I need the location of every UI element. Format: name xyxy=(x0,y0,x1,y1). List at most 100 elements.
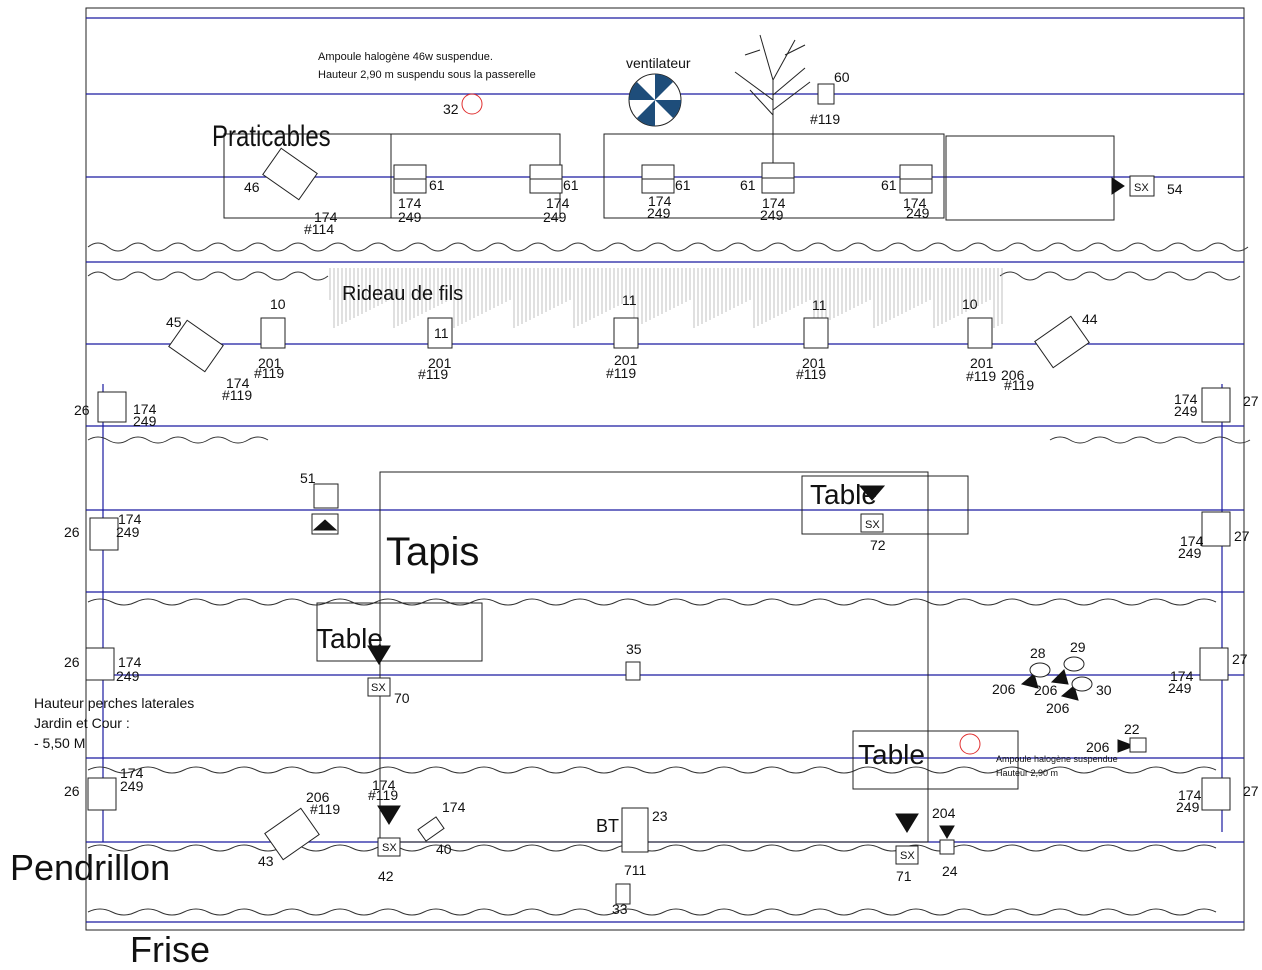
svg-text:#119: #119 xyxy=(418,366,448,382)
sx-label: SX xyxy=(900,850,915,862)
svg-text:26: 26 xyxy=(74,402,90,418)
svg-text:174: 174 xyxy=(1178,787,1202,803)
platforms xyxy=(223,133,1115,221)
svg-text:249: 249 xyxy=(398,209,422,225)
svg-text:174: 174 xyxy=(442,799,466,815)
svg-text:29: 29 xyxy=(1070,639,1086,655)
svg-text:201: 201 xyxy=(258,355,282,371)
svg-text:11: 11 xyxy=(622,292,637,308)
sx-label: SX xyxy=(865,519,880,531)
svg-text:249: 249 xyxy=(116,524,140,540)
svg-text:26: 26 xyxy=(64,524,80,540)
svg-text:#119: #119 xyxy=(810,111,840,127)
svg-text:60: 60 xyxy=(834,69,850,85)
note-halogen-top: Ampoule halogène 46w suspendue. xyxy=(318,51,493,63)
svg-text:40: 40 xyxy=(436,841,452,857)
svg-text:70: 70 xyxy=(394,690,410,706)
svg-text:206: 206 xyxy=(1034,682,1058,698)
svg-text:33: 33 xyxy=(612,901,628,917)
svg-text:206: 206 xyxy=(306,789,330,805)
fan-icon xyxy=(628,73,682,127)
fixture-labels: 32 60 #119 46 174 #114 61 174 249 61 174… xyxy=(64,69,1259,917)
svg-text:42: 42 xyxy=(378,868,394,884)
svg-text:174: 174 xyxy=(372,777,396,793)
svg-text:201: 201 xyxy=(970,355,994,371)
svg-text:26: 26 xyxy=(64,654,80,670)
svg-text:711: 711 xyxy=(624,862,647,878)
svg-text:249: 249 xyxy=(116,668,140,684)
svg-text:249: 249 xyxy=(1178,545,1202,561)
svg-text:174: 174 xyxy=(648,193,672,209)
rideau-title: Rideau de fils xyxy=(342,283,463,305)
svg-text:45: 45 xyxy=(166,314,182,330)
svg-text:27: 27 xyxy=(1243,783,1259,799)
sx-label: SX xyxy=(382,842,397,854)
bt-label: BT xyxy=(596,816,619,836)
svg-text:174: 174 xyxy=(1170,668,1194,684)
note-halogen-table: Ampoule halogène suspendue xyxy=(996,754,1118,764)
sx-label: SX xyxy=(1134,182,1149,194)
svg-text:51: 51 xyxy=(300,470,316,486)
svg-text:44: 44 xyxy=(1082,311,1098,327)
svg-text:#119: #119 xyxy=(254,365,284,381)
svg-text:201: 201 xyxy=(614,352,638,368)
svg-text:27: 27 xyxy=(1232,651,1248,667)
svg-text:174: 174 xyxy=(546,195,570,211)
stage-outline xyxy=(85,7,1245,931)
thread-curtain xyxy=(329,268,1003,328)
praticables-title: Praticables xyxy=(212,118,331,152)
svg-text:27: 27 xyxy=(1234,528,1250,544)
halogen-lamp-icon xyxy=(959,733,981,755)
svg-text:174: 174 xyxy=(1174,391,1198,407)
note-side-height: - 5,50 M xyxy=(34,735,85,751)
halogen-lamp-icon xyxy=(461,93,483,115)
svg-text:#119: #119 xyxy=(796,366,826,382)
fan-label: ventilateur xyxy=(626,55,691,71)
svg-text:61: 61 xyxy=(429,177,445,193)
svg-text:24: 24 xyxy=(942,863,958,879)
svg-text:43: 43 xyxy=(258,853,274,869)
svg-text:174: 174 xyxy=(118,511,142,527)
battens xyxy=(86,17,1244,923)
svg-text:206: 206 xyxy=(992,681,1016,697)
svg-text:249: 249 xyxy=(1168,680,1192,696)
svg-text:10: 10 xyxy=(270,296,286,312)
table-title-3: Table xyxy=(858,739,925,770)
svg-text:#119: #119 xyxy=(966,368,996,384)
svg-text:23: 23 xyxy=(652,808,668,824)
svg-text:249: 249 xyxy=(1174,403,1198,419)
svg-text:27: 27 xyxy=(1243,393,1259,409)
svg-text:46: 46 xyxy=(244,179,260,195)
svg-text:35: 35 xyxy=(626,641,642,657)
svg-text:10: 10 xyxy=(962,296,978,312)
svg-text:204: 204 xyxy=(932,805,956,821)
svg-text:249: 249 xyxy=(133,413,157,429)
svg-text:11: 11 xyxy=(812,297,827,313)
svg-text:#119: #119 xyxy=(222,387,252,403)
frise-title: Frise xyxy=(130,929,210,970)
svg-text:11: 11 xyxy=(434,325,449,341)
svg-text:174: 174 xyxy=(120,765,144,781)
note-halogen-table: Hauteur 2,90 m xyxy=(996,768,1058,778)
svg-text:#119: #119 xyxy=(606,365,636,381)
svg-text:174: 174 xyxy=(762,195,786,211)
svg-text:249: 249 xyxy=(1176,799,1200,815)
note-side-height: Jardin et Cour : xyxy=(34,715,130,731)
svg-text:28: 28 xyxy=(1030,645,1046,661)
table-area-1 xyxy=(801,475,969,535)
svg-text:206: 206 xyxy=(1046,700,1070,716)
svg-text:#119: #119 xyxy=(1004,377,1034,393)
svg-text:249: 249 xyxy=(120,778,144,794)
svg-text:71: 71 xyxy=(896,868,912,884)
carpet-area xyxy=(379,471,929,843)
svg-text:30: 30 xyxy=(1096,682,1112,698)
svg-text:201: 201 xyxy=(428,355,452,371)
table-area-2 xyxy=(316,602,483,662)
svg-text:61: 61 xyxy=(881,177,897,193)
svg-text:#119: #119 xyxy=(310,801,340,817)
svg-text:174: 174 xyxy=(398,195,422,211)
table-area-3 xyxy=(852,730,1019,790)
curtain-waves xyxy=(87,242,1251,916)
note-side-height: Hauteur perches laterales xyxy=(34,695,194,711)
